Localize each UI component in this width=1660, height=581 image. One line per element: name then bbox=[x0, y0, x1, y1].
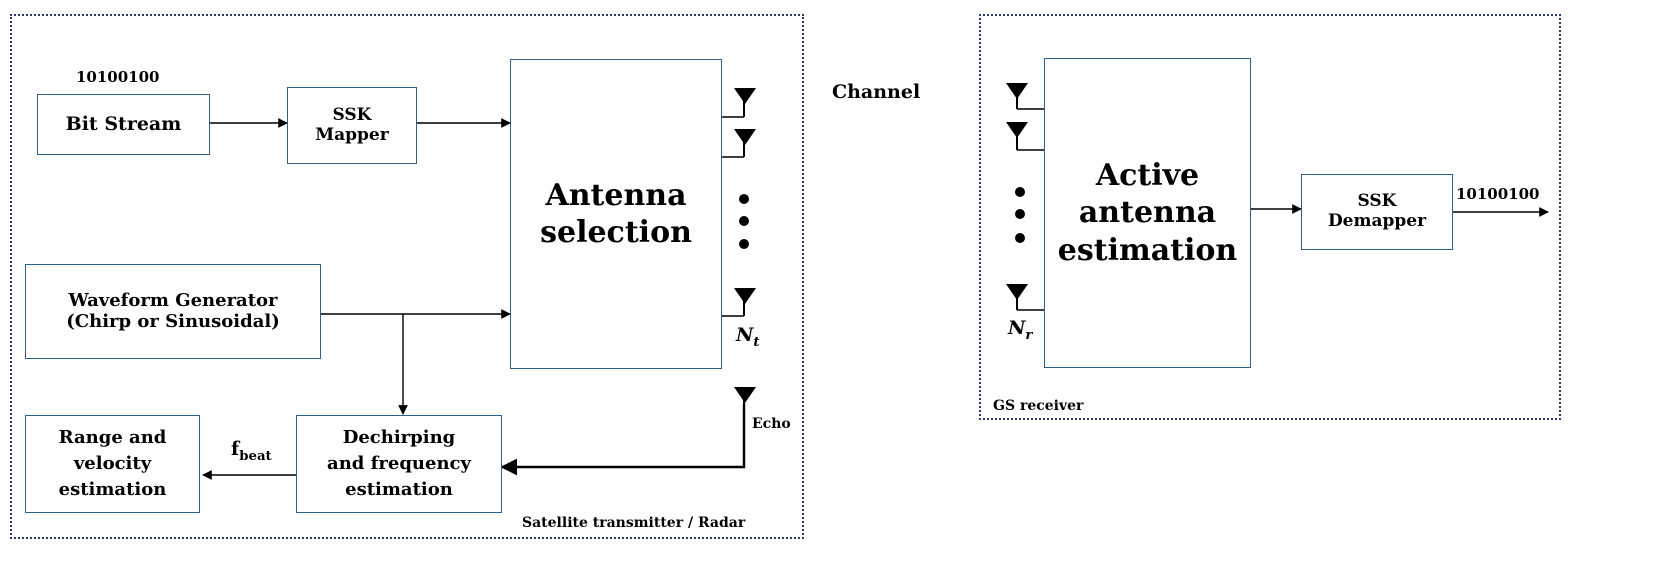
transmitter-caption: Satellite transmitter / Radar bbox=[522, 515, 746, 531]
antenna-selection-label-2: selection bbox=[540, 215, 692, 250]
input-bit-sequence: 10100100 bbox=[76, 68, 160, 86]
dechirping-block: Dechirping and frequency estimation bbox=[296, 415, 502, 513]
range-label-2: velocity bbox=[73, 452, 152, 474]
transmitter-frame bbox=[10, 14, 804, 539]
arrow-echo-to-dechirping bbox=[500, 404, 746, 476]
dechirp-label-2: and frequency bbox=[327, 452, 471, 474]
receiver-caption: GS receiver bbox=[993, 398, 1084, 414]
bit-stream-block: Bit Stream bbox=[37, 94, 210, 155]
bit-stream-label: Bit Stream bbox=[65, 112, 182, 135]
active-label-2: antenna bbox=[1078, 195, 1217, 231]
ssk-mapper-label-1: SSK bbox=[332, 104, 372, 125]
range-label-1: Range and bbox=[58, 426, 167, 448]
ssk-mapper-block: SSK Mapper bbox=[287, 87, 417, 164]
demapper-label-1: SSK bbox=[1357, 191, 1397, 212]
dechirp-label-1: Dechirping bbox=[342, 426, 456, 448]
tx-antenna-2-icon bbox=[722, 129, 756, 158]
rx-dots-icon bbox=[1015, 187, 1025, 243]
active-label-1: Active bbox=[1095, 157, 1200, 193]
rx-antenna-1-icon bbox=[1006, 83, 1044, 110]
antenna-selection-block: Antenna selection bbox=[510, 59, 722, 369]
fbeat-label: fbeat bbox=[231, 438, 272, 464]
tx-antenna-nt-icon bbox=[722, 288, 756, 317]
tx-dots-icon bbox=[739, 194, 749, 249]
dechirp-label-3: estimation bbox=[345, 479, 453, 501]
active-antenna-estimation-block: Active antenna estimation bbox=[1044, 58, 1251, 368]
range-velocity-block: Range and velocity estimation bbox=[25, 415, 200, 513]
nr-label: Nr bbox=[1008, 317, 1033, 343]
waveform-label-2: (Chirp or Sinusoidal) bbox=[66, 310, 280, 332]
range-label-3: estimation bbox=[58, 479, 167, 501]
antenna-selection-label-1: Antenna bbox=[545, 177, 687, 213]
echo-label: Echo bbox=[752, 416, 791, 432]
channel-label: Channel bbox=[832, 81, 921, 103]
waveform-generator-block: Waveform Generator (Chirp or Sinusoidal) bbox=[25, 264, 321, 359]
nt-label: Nt bbox=[736, 324, 760, 350]
output-bit-sequence: 10100100 bbox=[1456, 185, 1540, 203]
ssk-demapper-block: SSK Demapper bbox=[1301, 174, 1453, 250]
waveform-label-1: Waveform Generator bbox=[68, 289, 278, 311]
rx-antenna-nr-icon bbox=[1006, 284, 1044, 311]
ssk-mapper-label-2: Mapper bbox=[315, 124, 389, 145]
rx-antenna-2-icon bbox=[1006, 122, 1044, 151]
receiver-frame bbox=[979, 14, 1561, 420]
demapper-label-2: Demapper bbox=[1327, 211, 1427, 231]
active-label-3: estimation bbox=[1057, 232, 1238, 268]
echo-antenna-icon bbox=[734, 387, 756, 404]
tx-antenna-1-icon bbox=[722, 88, 756, 118]
